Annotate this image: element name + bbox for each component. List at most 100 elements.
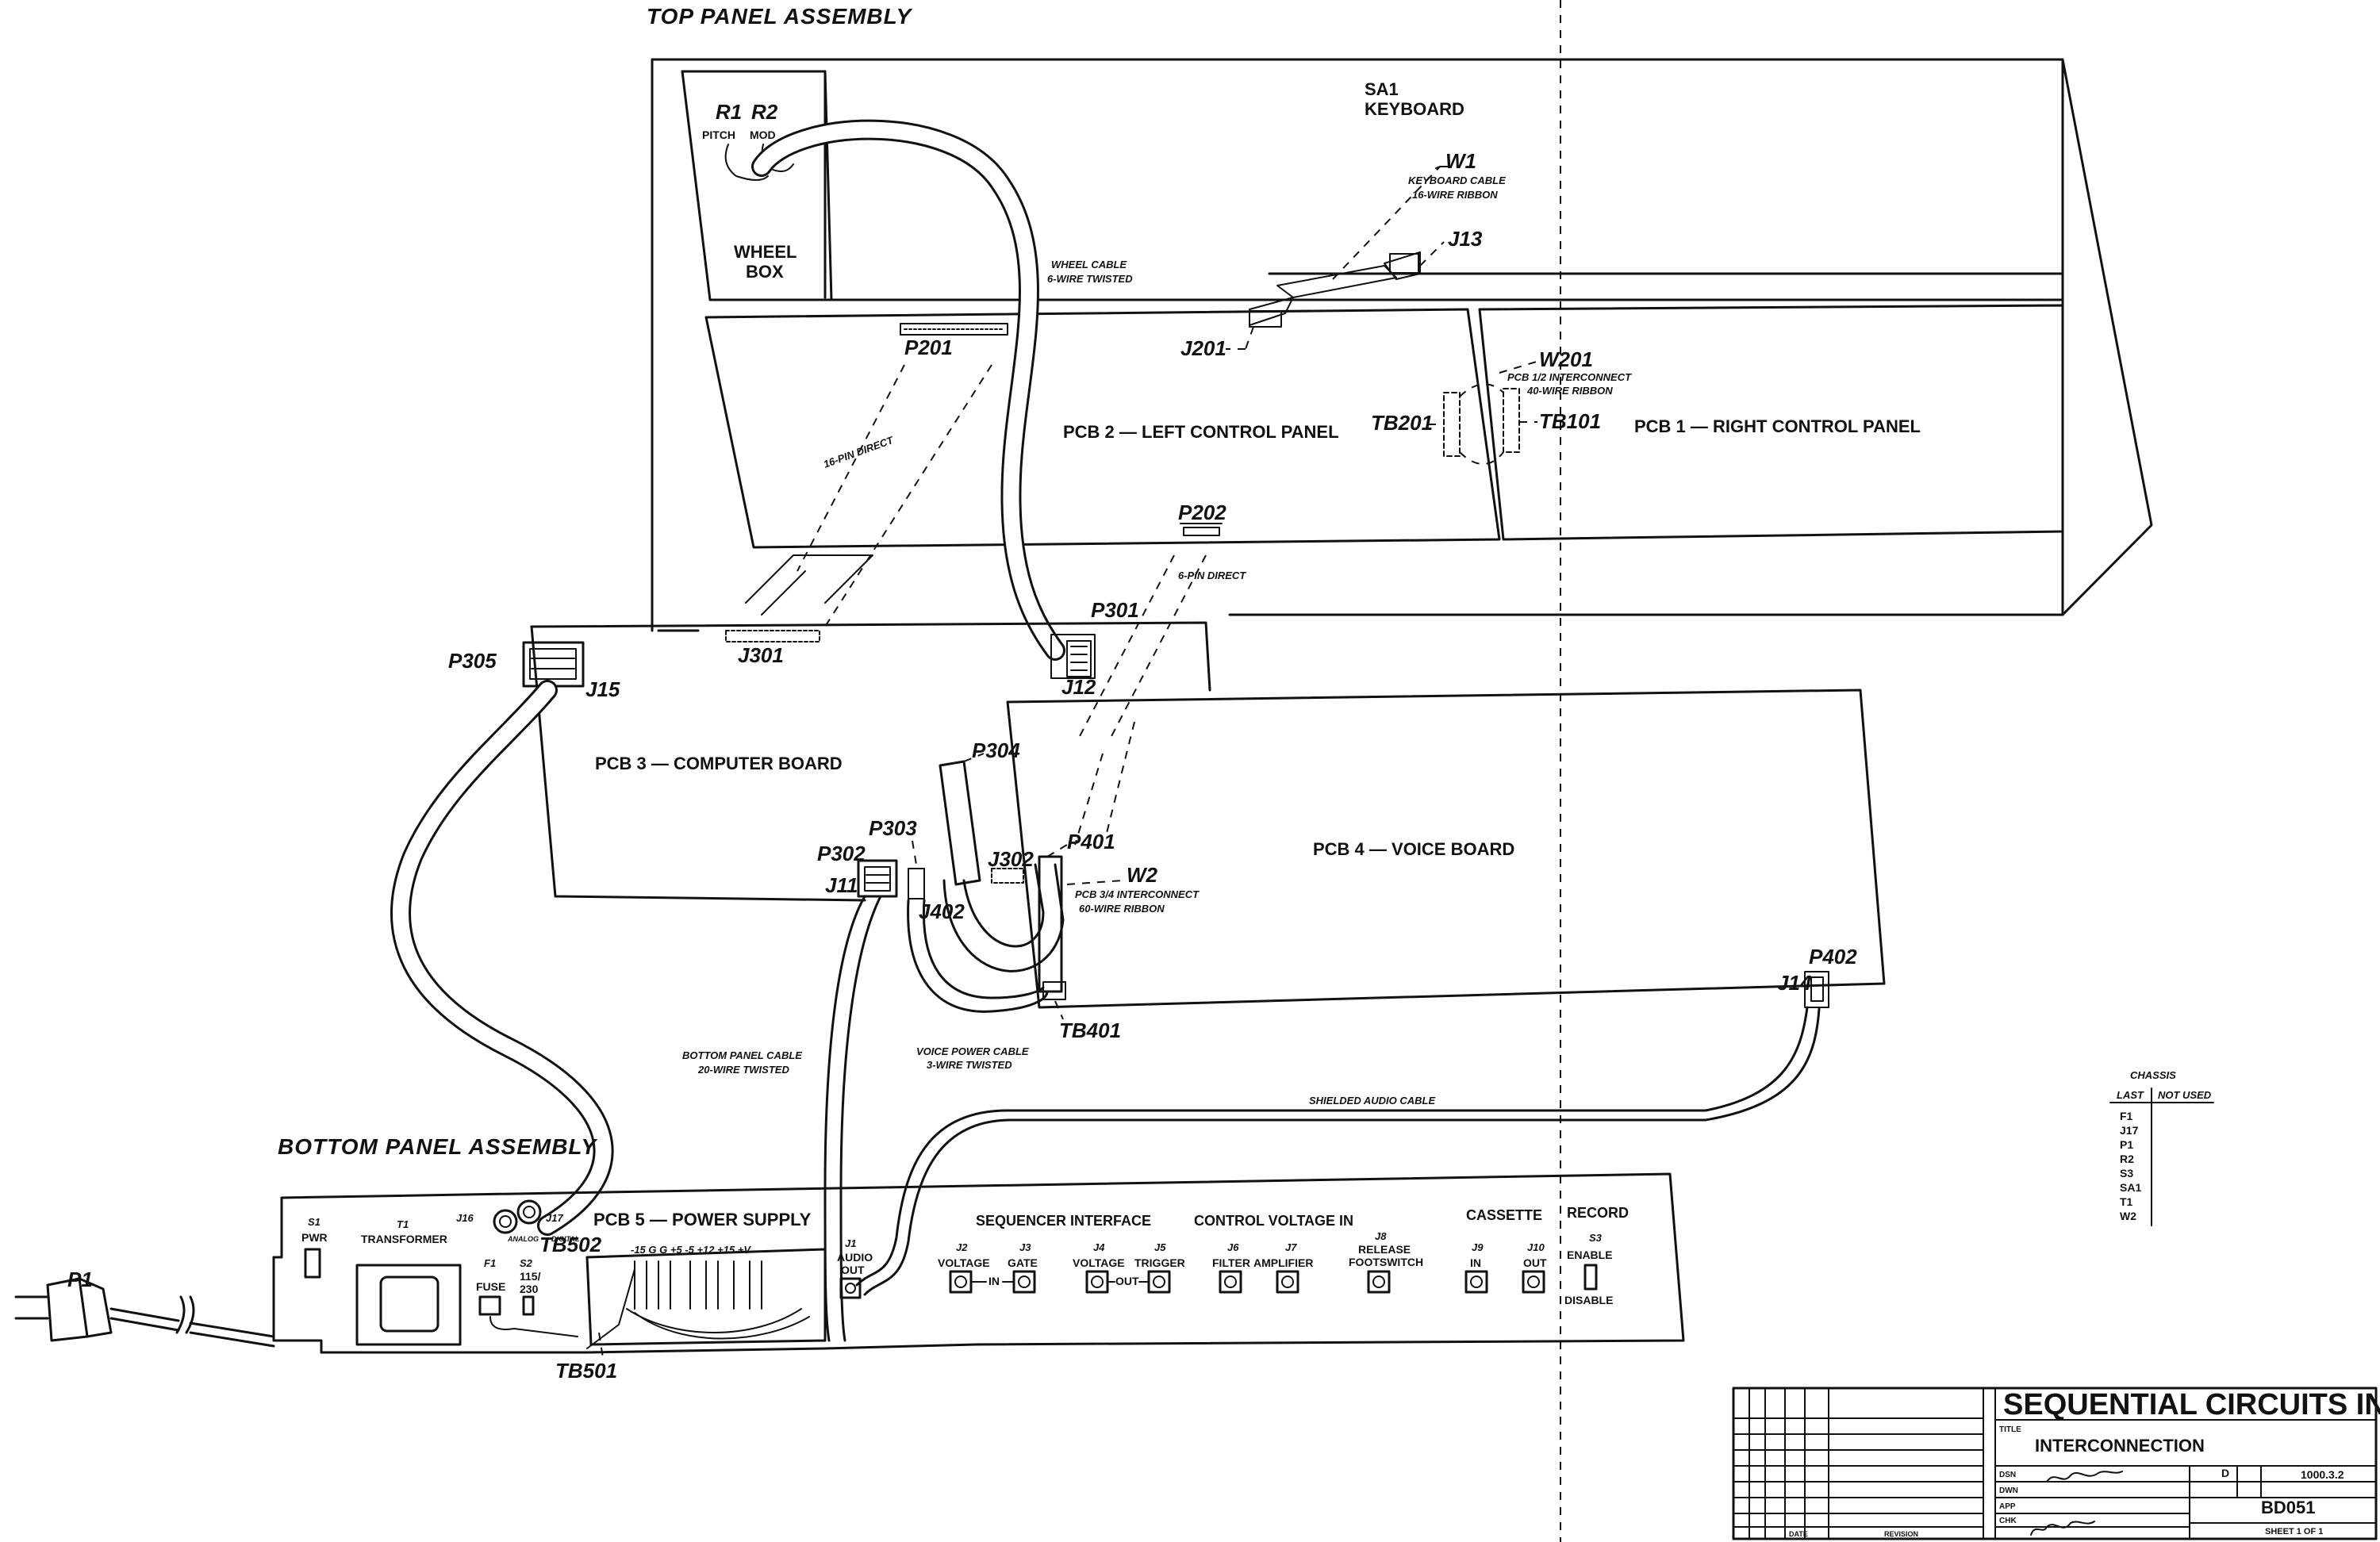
r2-label: R2 <box>751 100 778 124</box>
out3-label: OUT <box>1523 1256 1547 1269</box>
digital-label: DIGITAL <box>551 1235 579 1243</box>
p305-j15-connector: P305 J15 <box>448 641 620 701</box>
s3-label: S3 <box>1589 1232 1603 1244</box>
chassis-item: J17 <box>2120 1124 2139 1137</box>
chassis-title: CHASSIS <box>2130 1069 2176 1081</box>
jack-j8: J8 RELEASE FOOTSWITCH <box>1349 1230 1423 1294</box>
audio-label: AUDIO <box>837 1251 873 1264</box>
j4-label: J4 <box>1093 1241 1105 1253</box>
p202-connector: P202 6-PIN DIRECT <box>1078 501 1246 738</box>
chassis-item: P1 <box>2120 1138 2133 1151</box>
pcb2-outline <box>704 308 1501 549</box>
pin6-label: 6-PIN DIRECT <box>1178 570 1246 581</box>
w2-ribbon: P304 J302 P401 W2 PCB 3/4 INTERCONNECT 6… <box>939 721 1200 993</box>
pitch-label: PITCH <box>702 128 735 141</box>
jack-j3: J3 GATE <box>1008 1241 1038 1294</box>
j1-label: J1 <box>845 1237 856 1249</box>
keyboard-cable-label: KEYBOARD CABLE <box>1408 175 1506 186</box>
s2-v1-label: 115/ <box>520 1270 541 1283</box>
p402-j14-connector: P402 J14 <box>1777 945 1857 1008</box>
w2-label: W2 <box>1127 863 1158 887</box>
w201-ribbon-label: 40-WIRE RIBBON <box>1526 385 1613 397</box>
fuse-label: FUSE <box>476 1280 505 1293</box>
chassis-item: R2 <box>2120 1153 2134 1165</box>
wheel-cable-label: WHEEL CABLE <box>1051 259 1127 270</box>
j302-label: J302 <box>988 847 1034 871</box>
p305-label: P305 <box>448 649 497 673</box>
bottom-cable-type-label: 20-WIRE TWISTED <box>697 1064 789 1076</box>
pcb4-label: PCB 4 — VOICE BOARD <box>1313 839 1514 859</box>
p302-label: P302 <box>817 842 866 865</box>
title-field-label: TITLE <box>1999 1425 2021 1434</box>
pcb3-label: PCB 3 — COMPUTER BOARD <box>595 754 843 773</box>
p201-connector: P201 16-PIN DIRECT <box>797 323 1008 627</box>
j201-label: J201 <box>1180 336 1226 360</box>
bottom-cable-label: BOTTOM PANEL CABLE <box>682 1049 802 1061</box>
tb401-label: TB401 <box>1059 1018 1121 1042</box>
j301-label: J301 <box>738 643 784 667</box>
j11-bottom-panel-cable: BOTTOM PANEL CABLE 20-WIRE TWISTED <box>682 895 882 1342</box>
chassis-item: F1 <box>2120 1110 2133 1122</box>
jack-j9: J9 IN <box>1464 1241 1488 1294</box>
j7-label: J7 <box>1285 1241 1297 1253</box>
cv-in-label: CONTROL VOLTAGE IN <box>1194 1213 1353 1229</box>
keyboard-label: KEYBOARD <box>1365 99 1464 119</box>
tb101-label: TB101 <box>1539 409 1601 433</box>
dsn-label: DSN <box>1999 1471 2016 1479</box>
w1-ribbon-label: 16-WIRE RIBBON <box>1412 189 1498 201</box>
w2-ribbon-label: 60-WIRE RIBBON <box>1079 903 1165 915</box>
amplifier-label: AMPLIFIER <box>1253 1256 1313 1269</box>
record-label: RECORD <box>1567 1205 1629 1221</box>
filter-label: FILTER <box>1212 1256 1250 1269</box>
wheel-label: WHEEL <box>734 242 797 262</box>
enable-label: ENABLE <box>1567 1249 1613 1261</box>
tb501-label: TB501 <box>555 1359 617 1383</box>
approver-signature <box>2030 1521 2095 1536</box>
j11-label: J11 <box>825 873 858 897</box>
transformer-label: TRANSFORMER <box>361 1233 447 1245</box>
seq-interface-label: SEQUENCER INTERFACE <box>976 1213 1151 1229</box>
p402-label: P402 <box>1809 945 1857 969</box>
j2-label: J2 <box>956 1241 968 1253</box>
w201-desc-label: PCB 1/2 INTERCONNECT <box>1507 371 1632 383</box>
pcb5-label: PCB 5 — POWER SUPPLY <box>593 1210 812 1229</box>
voice-power-label: VOICE POWER CABLE <box>916 1045 1029 1057</box>
w201-label: W201 <box>1539 347 1593 371</box>
j10-label: J10 <box>1527 1241 1545 1253</box>
jack-panel: SEQUENCER INTERFACE CONTROL VOLTAGE IN C… <box>938 1205 1629 1306</box>
chassis-item: S3 <box>2120 1167 2133 1180</box>
trigger-label: TRIGGER <box>1134 1256 1185 1269</box>
p202-label: P202 <box>1178 501 1226 524</box>
size-value: D <box>2221 1467 2229 1479</box>
jack-j10: J10 OUT <box>1522 1241 1547 1294</box>
p201-label: P201 <box>904 336 953 359</box>
wheel-cable-type-label: 6-WIRE TWISTED <box>1047 273 1133 285</box>
company-name: SEQUENTIAL CIRCUITS INC <box>2003 1388 2380 1421</box>
j6-label: J6 <box>1227 1241 1239 1253</box>
pwr-label: PWR <box>301 1231 328 1244</box>
cassette-label: CASSETTE <box>1466 1207 1542 1223</box>
jack-j2: J2 VOLTAGE <box>938 1241 990 1294</box>
j5-label: J5 <box>1154 1241 1166 1253</box>
app-label: APP <box>1999 1502 2016 1511</box>
jack-j5: J5 TRIGGER <box>1134 1241 1185 1294</box>
out2-label: OUT <box>1115 1275 1139 1287</box>
footswitch-label: FOOTSWITCH <box>1349 1256 1423 1268</box>
pin16-label: 16-PIN DIRECT <box>822 434 896 470</box>
chassis-not-used: NOT USED <box>2158 1089 2212 1101</box>
power-cord-p1: P1 <box>14 1268 275 1348</box>
wheel-box: R1 R2 PITCH MOD WHEEL BOX <box>702 100 797 282</box>
pcb5-power-supply: PCB 5 — POWER SUPPLY TB502 -15 G G +5 -5… <box>539 1210 812 1383</box>
pcb3-computer-board: PCB 3 — COMPUTER BOARD <box>530 621 1211 902</box>
jack-j6: J6 FILTER <box>1212 1241 1250 1294</box>
in2-label: IN <box>1470 1256 1481 1269</box>
p303-label: P303 <box>869 816 917 840</box>
gate-label: GATE <box>1008 1256 1038 1269</box>
jack-j4: J4 VOLTAGE <box>1073 1241 1125 1294</box>
pcb2-label: PCB 2 — LEFT CONTROL PANEL <box>1063 422 1339 442</box>
r1-label: R1 <box>716 100 742 124</box>
j402-label: J402 <box>919 900 965 923</box>
top-panel-assembly-heading: TOP PANEL ASSEMBLY <box>647 4 913 29</box>
